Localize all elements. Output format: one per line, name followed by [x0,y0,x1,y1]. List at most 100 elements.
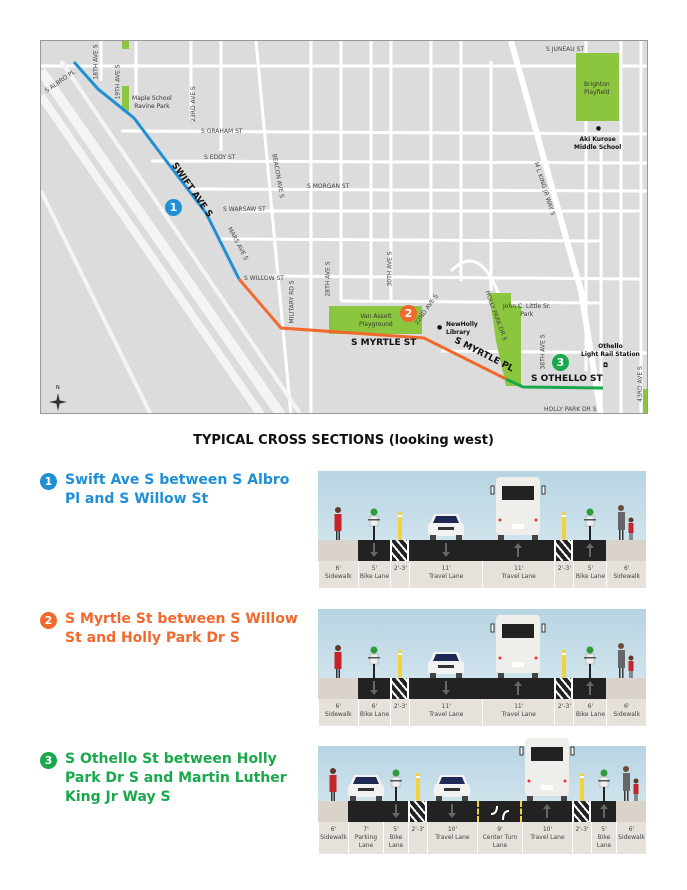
lane-label: 6' Sidewalk [318,561,358,588]
arrow-up-icon [585,543,594,557]
route-segment-2 [237,278,507,381]
lane-bike [357,678,391,699]
street-label: 43RD AVE S [636,366,644,402]
train-icon: ◘ [603,362,609,369]
section-title: Swift Ave S between S Albro Pl and S Wil… [65,472,290,507]
library-icon: ● [437,324,443,331]
cyclist-icon [367,508,381,540]
street-label: 18TH AVE S [92,44,100,80]
bollard-icon [561,648,567,678]
lane-label: 5' Bike Lane [591,822,616,854]
route-label-othello: S OTHELLO ST [531,374,603,384]
section-heading-3: 3 S Othello St between Holly Park Dr S a… [40,750,305,807]
street-grid [41,41,647,413]
lane-label: 6' Bike Lane [573,699,606,726]
arrow-up-icon [543,804,551,818]
street-label: S WILLOW ST [244,275,284,282]
section-title: S Myrtle St between S Willow St and Holl… [65,611,298,646]
lane-bike [357,540,391,561]
lane-bike [591,801,616,822]
arrow-up-icon [585,681,594,695]
lane-sidewalk [606,540,646,561]
lane-parking [348,801,383,822]
lane-travel [409,540,482,561]
lane-buffer [554,540,574,561]
street-label: MILITARY RD S [288,280,296,324]
lane-label: 11' Travel Lane [409,561,482,588]
street-surface [318,540,646,561]
pedestrians-icon [620,765,642,801]
segment-marker-3: 3 [552,354,569,371]
lane-turn [477,801,522,822]
lane-label: 6' Sidewalk [318,822,348,854]
pedestrians-icon [615,642,637,678]
bollard-icon [397,648,403,678]
lane-label: 11' Travel Lane [481,699,555,726]
pedestrian-icon [333,644,343,678]
arrow-down-icon [441,543,450,557]
cyclist-icon [583,508,597,540]
compass-label: N [56,385,60,391]
street-surface [318,678,646,699]
lane-label: 6' Bike Lane [357,699,391,726]
lane-label: 2'-3' [554,699,573,726]
arrow-up-icon [599,804,608,818]
lane-label: 2'-3' [390,561,409,588]
arrow-down-icon [370,681,378,695]
lane-label: 10' Travel Lane [522,822,572,854]
bus-icon [490,614,546,678]
lane-label: 6' Sidewalk [318,699,358,726]
segment-marker-1: 1 [165,199,182,216]
lane-travel [409,678,482,699]
lane-buffer [390,678,410,699]
lane-label: 2'-3' [390,699,409,726]
lane-buffer [572,801,591,822]
cyclist-icon [583,646,597,678]
route-segment-1 [72,61,241,280]
lane-label: 6' Sidewalk [616,822,646,854]
lane-label: 5' Bike Lane [383,822,408,854]
sky [318,609,646,678]
route-map: S ALBRO PL 18TH AVE S 19TH AVE S 23RD AV… [40,40,648,414]
pedestrians-icon [615,504,637,540]
lane-sidewalk [616,801,646,822]
lane-travel [481,540,555,561]
street-label: HOLLY PARK DR S [544,406,597,413]
street-label: 28TH AVE S [324,261,332,297]
park-label: Van Asselt Playground [359,313,393,328]
street-label: S MORGAN ST [307,183,350,190]
park-label: John C. Little Sr. Park [503,303,551,318]
street-label: 30TH AVE S [386,251,394,287]
lane-buffer [408,801,427,822]
parks [122,41,647,413]
lane-label: 5' Bike Lane [357,561,391,588]
lane-label: 11' Travel Lane [481,561,555,588]
north-compass-icon: N [47,385,69,413]
lane-sidewalk [318,540,358,561]
lane-label: 10' Travel Lane [427,822,477,854]
street-label: S EDDY ST [204,154,236,161]
cyclist-icon [367,646,381,678]
street-label: 38TH AVE S [539,334,547,370]
section-number: 2 [40,612,57,629]
arrow-down-icon [391,804,400,818]
street-label: S GRAHAM ST [201,128,243,135]
map-graphic [41,41,647,413]
route-segment-3 [505,377,604,390]
lane-label: 6' Sidewalk [606,699,646,726]
poi-label: NewHolly Library [446,321,478,336]
arrow-down-icon [441,681,450,695]
lane-label: 2'-3' [572,822,591,854]
route-label-myrtle-st: S MYRTLE ST [351,338,417,348]
lane-sidewalk [606,678,646,699]
street-label: S WARSAW ST [223,206,266,213]
lane-buffer [554,678,574,699]
car-icon [347,773,385,801]
bollard-icon [579,771,585,801]
cyclist-icon [389,769,403,801]
lane-label: 11' Travel Lane [409,699,482,726]
section-heading-1: 1 Swift Ave S between S Albro Pl and S W… [40,471,305,509]
